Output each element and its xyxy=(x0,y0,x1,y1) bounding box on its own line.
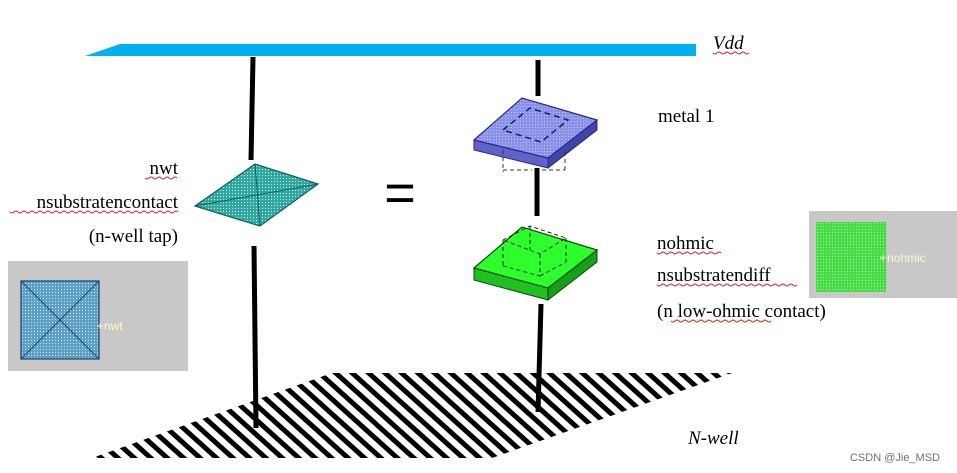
low-ohmic-label: (n low-ohmic contact) xyxy=(657,301,826,322)
nwell-label: N-well xyxy=(687,428,739,449)
watermark: CSDN @Jie_MSD xyxy=(850,452,940,464)
nwt-symbol xyxy=(193,163,320,227)
nohmic-legend-label: nohmic xyxy=(887,251,926,265)
nsubstratendiff-label: nsubstratendiff xyxy=(657,265,771,286)
nwt-legend: nwt xyxy=(8,261,188,371)
nohmic-block xyxy=(472,225,599,302)
nwell-plane xyxy=(92,373,732,458)
nwell-tap-label: (n-well tap) xyxy=(89,226,178,247)
nsubstratencontact-label: nsubstratencontact xyxy=(37,192,179,213)
equals-sign: = xyxy=(384,163,416,223)
nwt-wire-top xyxy=(248,56,256,161)
nwt-wire-bottom xyxy=(251,245,259,429)
metal1-label: metal 1 xyxy=(658,106,714,127)
metal1-block xyxy=(472,97,599,172)
nohmic-legend: nohmic xyxy=(809,211,957,298)
stack-wire-bottom xyxy=(535,303,544,413)
nwt-legend-label: nwt xyxy=(104,319,123,333)
nohmic-label: nohmic xyxy=(657,233,714,254)
nwt-label: nwt xyxy=(150,158,179,179)
vdd-rail xyxy=(85,44,696,56)
vdd-label: Vdd xyxy=(713,33,744,54)
